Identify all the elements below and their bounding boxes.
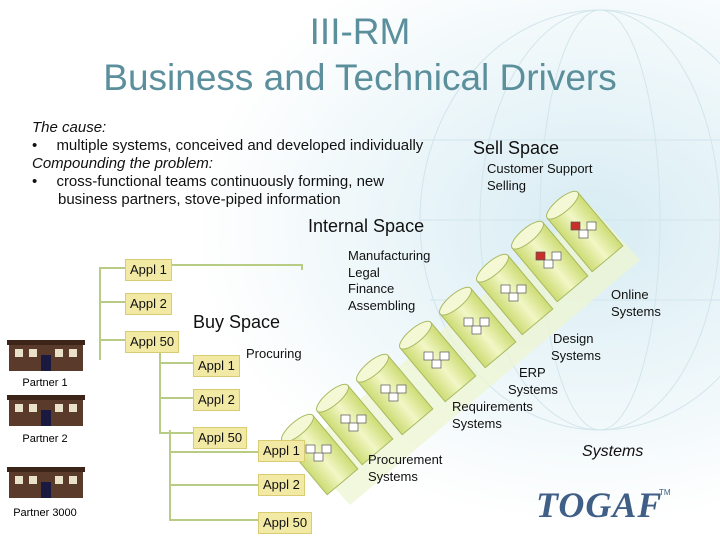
- document-icon: [313, 452, 324, 462]
- partner-3000-label: Partner 3000: [13, 507, 77, 519]
- sell-space-line-2: Selling: [487, 178, 527, 193]
- compounding-label: Compounding the problem:: [32, 155, 213, 172]
- togaf-tm: TM: [659, 488, 671, 497]
- page-title: III-RM: [309, 11, 411, 52]
- document-icon: [516, 284, 527, 294]
- bullet-dot: •: [32, 137, 38, 154]
- online-systems-line-2: Systems: [611, 304, 661, 319]
- buy-space-heading: Buy Space: [193, 312, 281, 332]
- document-icon: [396, 384, 407, 394]
- document-icon: [578, 229, 589, 239]
- mid-appl-50: Appl 50: [193, 427, 248, 449]
- left-connector-tree: [99, 264, 303, 521]
- document-icon: [551, 251, 562, 261]
- bullet-2: • cross-functional teams continuously fo…: [32, 173, 384, 191]
- cause-label: The cause:: [32, 119, 107, 136]
- internal-space-heading: Internal Space: [308, 216, 425, 236]
- database-cylinders: [281, 190, 624, 496]
- sell-space-line-1: Customer Support: [487, 161, 593, 176]
- bullet-dot: •: [32, 173, 38, 190]
- requirements-systems-line-2: Systems: [452, 416, 502, 431]
- partner-2-building-icon: [7, 395, 85, 426]
- document-icon: [356, 414, 367, 424]
- design-systems-line-1: Design: [553, 331, 594, 346]
- erp-systems-line-1: ERP: [519, 365, 546, 380]
- systems-label: Systems: [582, 443, 644, 460]
- partner-1-building-icon: [7, 340, 85, 371]
- document-icon: [388, 392, 399, 402]
- document-icon: [508, 292, 519, 302]
- partner-3000-building-icon: [7, 467, 85, 498]
- document-icon: [543, 259, 554, 269]
- mid-appl-1: Appl 1: [193, 355, 240, 377]
- document-icon: [500, 284, 511, 294]
- sell-space-heading: Sell Space: [473, 138, 560, 158]
- document-icon: [471, 325, 482, 335]
- procurement-systems-line-2: Systems: [368, 469, 418, 484]
- bullet-1-text: multiple systems, conceived and develope…: [56, 137, 424, 154]
- document-icon: [479, 317, 490, 327]
- document-icon: [431, 359, 442, 369]
- partner-1-label: Partner 1: [22, 377, 68, 389]
- left-appl-2: Appl 2: [125, 293, 172, 315]
- page-subtitle: Business and Technical Drivers: [103, 57, 617, 98]
- internal-line-2: Legal: [348, 265, 380, 280]
- procurement-systems-line-1: Procurement: [368, 452, 443, 467]
- document-icon: [570, 221, 581, 231]
- internal-line-1: Manufacturing: [348, 248, 431, 263]
- internal-line-4: Assembling: [348, 298, 416, 313]
- design-systems-line-2: Systems: [551, 348, 601, 363]
- left-appl-1: Appl 1: [125, 259, 172, 281]
- erp-systems-line-2: Systems: [508, 382, 558, 397]
- document-icon: [380, 384, 391, 394]
- document-icon: [348, 422, 359, 432]
- document-icon: [305, 444, 316, 454]
- document-icon: [535, 251, 546, 261]
- bullet-2-text-line2: business partners, stove-piped informati…: [58, 191, 341, 208]
- bottom-appl-1: Appl 1: [258, 440, 305, 462]
- procuring-label: Procuring: [246, 346, 302, 361]
- document-icon: [586, 221, 597, 231]
- bullet-1: • multiple systems, conceived and develo…: [32, 137, 423, 155]
- document-icon: [463, 317, 474, 327]
- bullet-2-text-line1: cross-functional teams continuously form…: [56, 173, 385, 190]
- bottom-appl-2: Appl 2: [258, 474, 305, 496]
- internal-line-3: Finance: [348, 281, 395, 296]
- requirements-systems-line-1: Requirements: [452, 399, 533, 414]
- mid-appl-2: Appl 2: [193, 389, 240, 411]
- bottom-appl-50: Appl 50: [258, 512, 313, 534]
- document-icon: [439, 351, 450, 361]
- togaf-logo: TOGAF: [536, 485, 663, 525]
- partner-2-label: Partner 2: [22, 433, 68, 445]
- document-icon: [321, 444, 332, 454]
- document-icon: [340, 414, 351, 424]
- document-icon: [423, 351, 434, 361]
- online-systems-line-1: Online: [611, 287, 649, 302]
- left-appl-50: Appl 50: [125, 331, 180, 353]
